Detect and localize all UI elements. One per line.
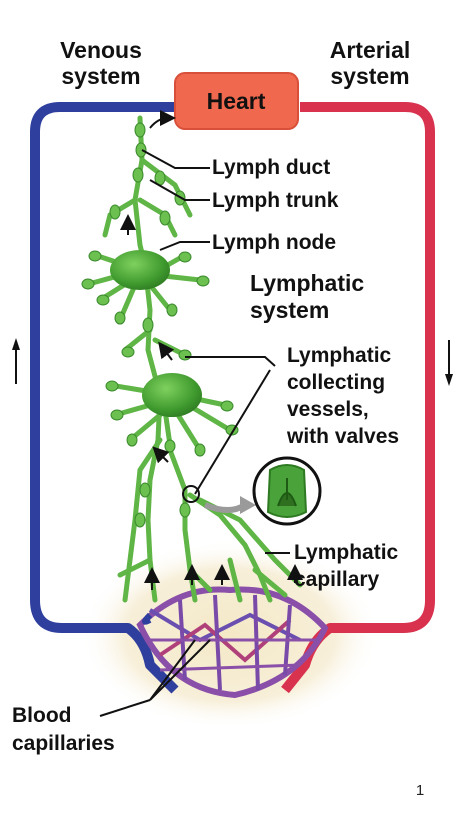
blood-capillary-network [136, 586, 329, 699]
collecting-vessels-label-line3: vessels, [287, 398, 369, 421]
valve-callout-arrowhead [240, 496, 256, 514]
venous-vessel [30, 102, 179, 694]
lymph-trunk-label: Lymph trunk [212, 189, 339, 212]
arterial-label-line1: Arterial [330, 37, 411, 63]
collecting-vessels-label-line4: with valves [286, 425, 399, 448]
heart-box [174, 72, 299, 130]
lymphatic-system-label-line2: system [250, 297, 329, 323]
blood-capillaries-label-line1: Blood [12, 704, 71, 727]
lymph-duct-label: Lymph duct [212, 156, 330, 179]
arrow-up-icon [12, 338, 20, 384]
collecting-vessels-label-line2: collecting [287, 371, 385, 394]
venous-label-line2: system [61, 63, 140, 89]
heart-label: Heart [207, 88, 266, 114]
valve-detail-source-circle [182, 485, 200, 503]
page-number: 1 [416, 782, 424, 799]
lymphatic-capillary-label-line2: capillary [294, 568, 380, 591]
collecting-vessels-label-line1: Lymphatic [287, 344, 392, 367]
flow-arrows [120, 110, 303, 590]
lymphatic-capillary-label-line1: Lymphatic [294, 541, 399, 564]
venous-label-line1: Venous [60, 37, 142, 63]
lymph-node-upper [110, 250, 170, 290]
blood-capillaries-label-line2: capillaries [12, 732, 115, 755]
arrow-down-icon [445, 340, 453, 386]
valve-detail-icon [266, 464, 308, 518]
lymph-vessel-beads [81, 122, 239, 528]
arterial-label-line2: system [330, 63, 409, 89]
lymph-node-label: Lymph node [212, 231, 336, 254]
leader-lines [99, 149, 290, 717]
lymphatic-system-label-line1: Lymphatic [250, 270, 364, 296]
valve-callout-arrow [203, 502, 247, 513]
lymph-node-lower [142, 373, 202, 417]
